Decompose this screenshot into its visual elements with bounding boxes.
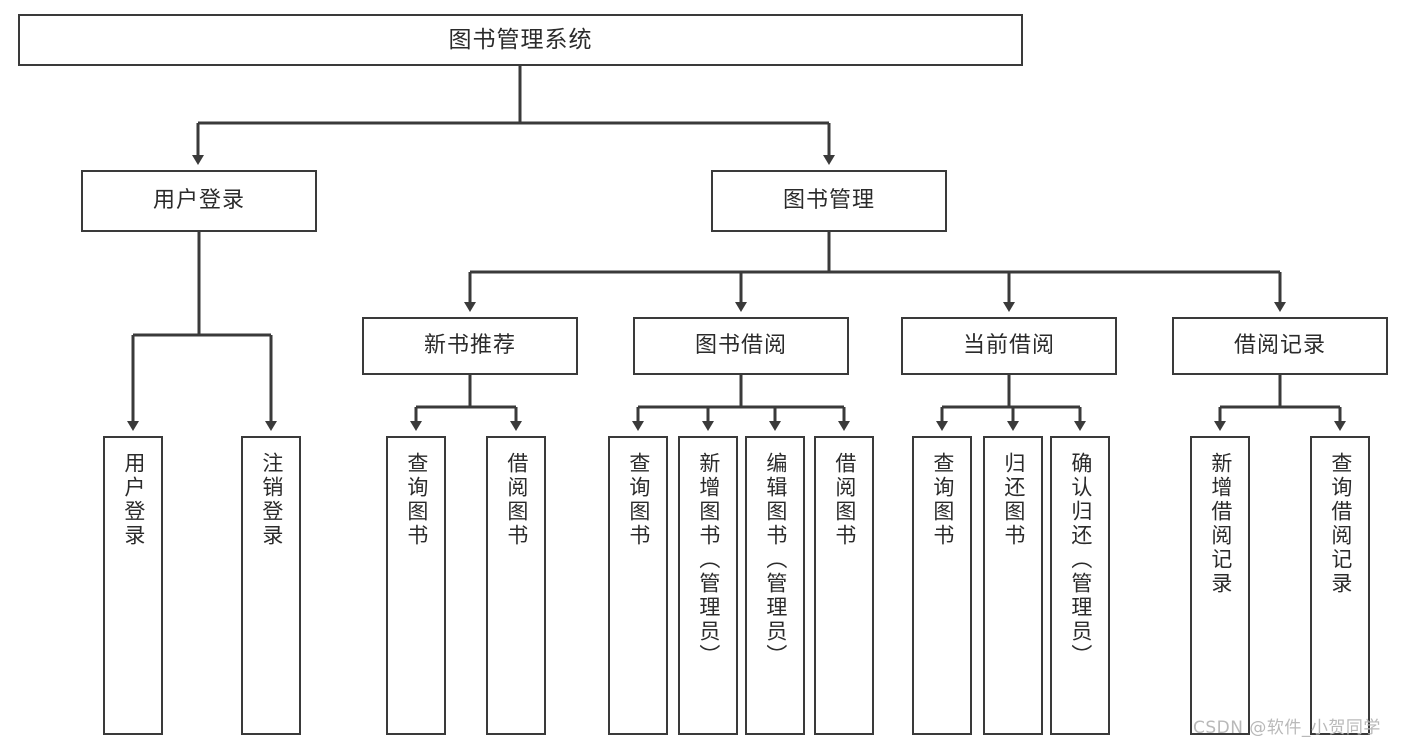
leaf-edit-book-admin-label: 编辑图书（管理员） — [763, 452, 788, 668]
leaf-query-book-borrow[interactable]: 查询图书 — [608, 436, 668, 735]
node-new-book-recommend-label: 新书推荐 — [423, 333, 516, 359]
leaf-borrow-book-recommend-label: 借阅图书 — [504, 452, 529, 548]
node-root[interactable]: 图书管理系统 — [18, 14, 1023, 66]
leaf-query-book-recommend-label: 查询图书 — [404, 452, 429, 548]
leaf-logout-label: 注销登录 — [259, 452, 284, 548]
node-current-borrow[interactable]: 当前借阅 — [901, 317, 1117, 375]
leaf-query-book-recommend[interactable]: 查询图书 — [386, 436, 446, 735]
node-book-borrow[interactable]: 图书借阅 — [633, 317, 849, 375]
leaf-edit-book-admin[interactable]: 编辑图书（管理员） — [745, 436, 805, 735]
leaf-borrow-book-recommend[interactable]: 借阅图书 — [486, 436, 546, 735]
leaf-add-book-admin[interactable]: 新增图书（管理员） — [678, 436, 738, 735]
leaf-return-book[interactable]: 归还图书 — [983, 436, 1043, 735]
node-borrow-record[interactable]: 借阅记录 — [1172, 317, 1388, 375]
leaf-logout[interactable]: 注销登录 — [241, 436, 301, 735]
leaf-query-borrow-record-label: 查询借阅记录 — [1328, 452, 1353, 596]
node-user-login-label: 用户登录 — [152, 188, 245, 214]
node-book-management[interactable]: 图书管理 — [711, 170, 947, 232]
node-user-login[interactable]: 用户登录 — [81, 170, 317, 232]
node-current-borrow-label: 当前借阅 — [962, 333, 1055, 359]
leaf-user-login[interactable]: 用户登录 — [103, 436, 163, 735]
node-new-book-recommend[interactable]: 新书推荐 — [362, 317, 578, 375]
leaf-add-borrow-record[interactable]: 新增借阅记录 — [1190, 436, 1250, 735]
node-book-borrow-label: 图书借阅 — [694, 333, 787, 359]
leaf-confirm-return-admin[interactable]: 确认归还（管理员） — [1050, 436, 1110, 735]
leaf-query-borrow-record[interactable]: 查询借阅记录 — [1310, 436, 1370, 735]
leaf-query-book-current-label: 查询图书 — [930, 452, 955, 548]
watermark: CSDN @软件_小贺同学 — [1193, 718, 1381, 738]
node-borrow-record-label: 借阅记录 — [1233, 333, 1326, 359]
leaf-add-book-admin-label: 新增图书（管理员） — [696, 452, 721, 668]
leaf-add-borrow-record-label: 新增借阅记录 — [1208, 452, 1233, 596]
leaf-confirm-return-admin-label: 确认归还（管理员） — [1068, 452, 1093, 668]
node-root-label: 图书管理系统 — [448, 26, 593, 53]
leaf-user-login-label: 用户登录 — [121, 452, 146, 548]
leaf-query-book-borrow-label: 查询图书 — [626, 452, 651, 548]
leaf-borrow-book[interactable]: 借阅图书 — [814, 436, 874, 735]
leaf-query-book-current[interactable]: 查询图书 — [912, 436, 972, 735]
node-book-management-label: 图书管理 — [782, 188, 875, 214]
leaf-return-book-label: 归还图书 — [1001, 452, 1026, 548]
leaf-borrow-book-label: 借阅图书 — [832, 452, 857, 548]
